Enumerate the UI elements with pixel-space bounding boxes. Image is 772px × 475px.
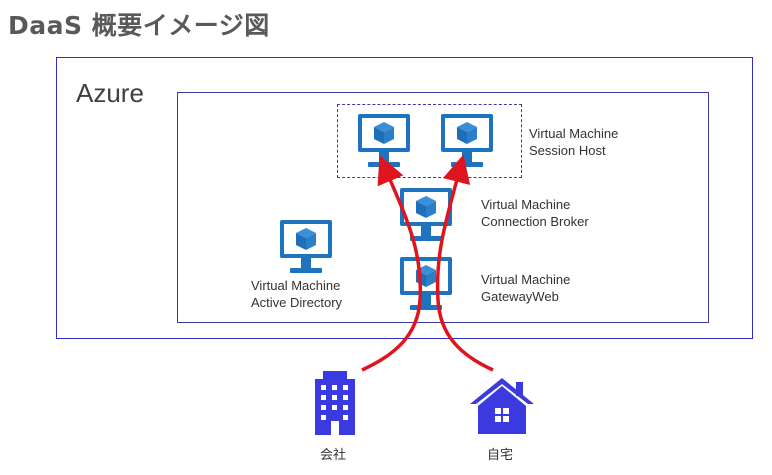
home-icon [470, 378, 534, 434]
home-label: 自宅 [487, 448, 514, 463]
connection-broker-label: Virtual Machine Connection Broker [481, 197, 589, 229]
home-to-session-host-arrow [435, 154, 494, 372]
page-title: DaaS 概要イメージ図 [8, 11, 270, 40]
session-host-label: Virtual Machine Session Host [529, 126, 619, 158]
office-label: 会社 [320, 448, 347, 463]
office-to-session-host-arrow [361, 155, 423, 372]
active-directory-label: Virtual Machine Active Directory [251, 278, 343, 310]
azure-label: Azure [76, 78, 144, 108]
office-building-icon [315, 371, 355, 435]
session-host-group-box [337, 104, 522, 178]
gateway-web-label: Virtual Machine GatewayWeb [481, 272, 571, 304]
